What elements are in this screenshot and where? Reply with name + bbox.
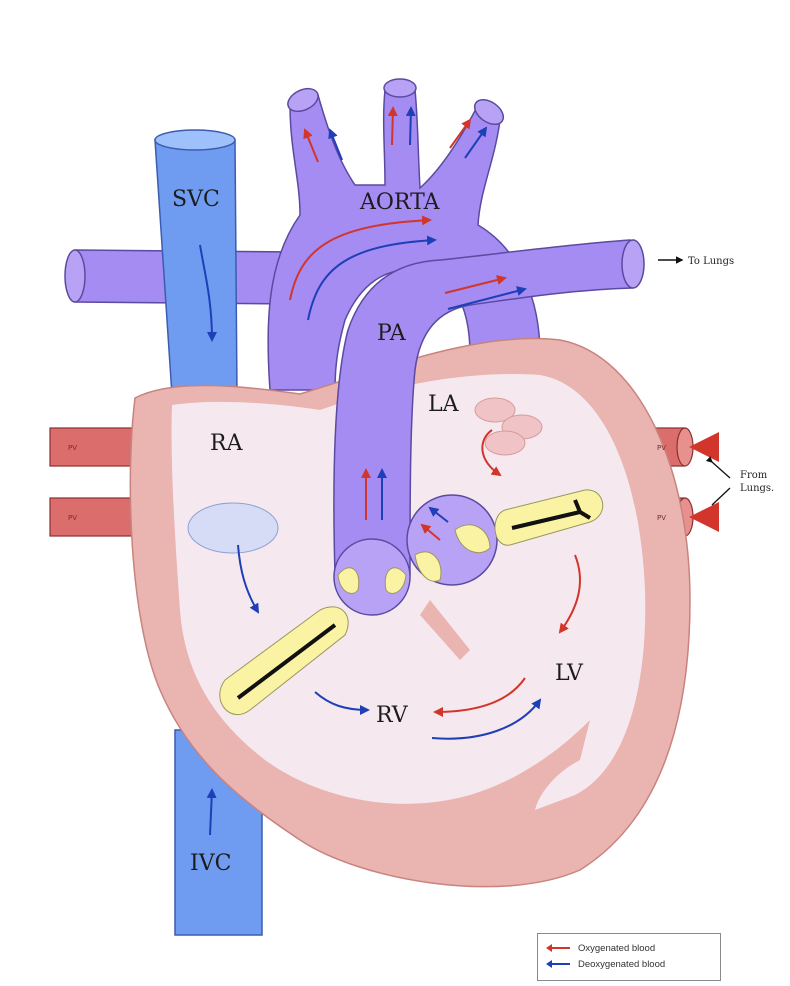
legend-blue-arrow-icon bbox=[546, 960, 570, 968]
pulmonary-vein-openings bbox=[474, 397, 543, 456]
pa-branch-arrow-red bbox=[444, 275, 507, 294]
aortic-valve bbox=[406, 494, 498, 586]
aorta-branch-3-opening bbox=[473, 98, 505, 126]
label-pa: PA bbox=[377, 321, 407, 346]
legend-deoxygenated-label: Deoxygenated blood bbox=[578, 958, 666, 970]
label-pv-right-top: PV bbox=[657, 444, 666, 452]
ra-to-valve-arrow bbox=[237, 544, 260, 614]
heart-chambers bbox=[171, 374, 646, 810]
mitral-valve bbox=[494, 489, 604, 546]
svc-opening bbox=[154, 129, 236, 151]
label-ivc: IVC bbox=[190, 851, 231, 876]
aorta-branch-1-arrow-red bbox=[303, 128, 319, 163]
valve-to-rv-arrow bbox=[314, 691, 370, 715]
aorta-branch-3-arrow-red bbox=[449, 118, 472, 149]
aorta-branch-2-arrow-red bbox=[387, 106, 398, 146]
label-from-lungs-2: Lungs. bbox=[740, 483, 774, 494]
pulmonary-valve bbox=[333, 538, 411, 616]
aorta-branch-1-arrow-blue bbox=[328, 128, 343, 161]
ivc-flow-arrow bbox=[206, 788, 217, 836]
label-pv-left-top: PV bbox=[68, 444, 77, 452]
legend-deoxygenated: Deoxygenated blood bbox=[546, 956, 665, 972]
aortic-valve-arrow-blue bbox=[428, 506, 449, 523]
legend-red-arrow-icon bbox=[546, 944, 570, 952]
aorta-branch-3-arrow-blue bbox=[464, 126, 488, 159]
legend: Oxygenated blood Deoxygenated blood bbox=[537, 933, 721, 981]
label-rv: RV bbox=[376, 703, 409, 728]
label-svc: SVC bbox=[172, 187, 220, 212]
legend-oxygenated: Oxygenated blood bbox=[546, 940, 655, 956]
aorta-branch-2-arrow-blue bbox=[405, 106, 416, 146]
aortic-valve-arrow-red bbox=[420, 523, 441, 541]
tricuspid-valve bbox=[219, 606, 349, 716]
rv-flow-arrow-blue bbox=[431, 698, 542, 740]
pulmonary-artery bbox=[333, 239, 633, 576]
fossa-ovalis bbox=[187, 502, 279, 554]
label-to-lungs: To Lungs bbox=[688, 256, 734, 267]
pulmonary-artery-right-opening bbox=[621, 239, 645, 289]
aorta-arch-arrow-blue bbox=[307, 235, 437, 321]
label-lv: LV bbox=[555, 661, 584, 686]
label-pv-left-bottom: PV bbox=[68, 514, 77, 522]
svc-flow-arrow bbox=[199, 244, 217, 342]
from-lungs-bracket bbox=[712, 462, 731, 506]
label-pv-right-bottom: PV bbox=[657, 514, 666, 522]
label-aorta: AORTA bbox=[359, 190, 441, 215]
aorta-branch-2-opening bbox=[383, 78, 417, 98]
legend-oxygenated-label: Oxygenated blood bbox=[578, 942, 656, 954]
superior-vena-cava bbox=[154, 139, 238, 396]
pa-branch-arrow-blue bbox=[447, 286, 527, 310]
interventricular-septum bbox=[420, 600, 470, 660]
lv-to-rv-arrow-red bbox=[433, 677, 526, 717]
label-from-lungs-1: From bbox=[740, 470, 768, 481]
lv-inflow-arrow bbox=[558, 554, 581, 634]
la-flow-arrow bbox=[481, 429, 502, 477]
aorta-arch-arrow-red bbox=[289, 215, 432, 301]
aorta-branch-1-opening bbox=[287, 87, 319, 113]
label-ra: RA bbox=[210, 431, 244, 456]
pulmonary-artery-left-opening bbox=[64, 249, 86, 303]
pulmonary-veins-left bbox=[49, 427, 141, 537]
label-la: LA bbox=[428, 392, 460, 417]
